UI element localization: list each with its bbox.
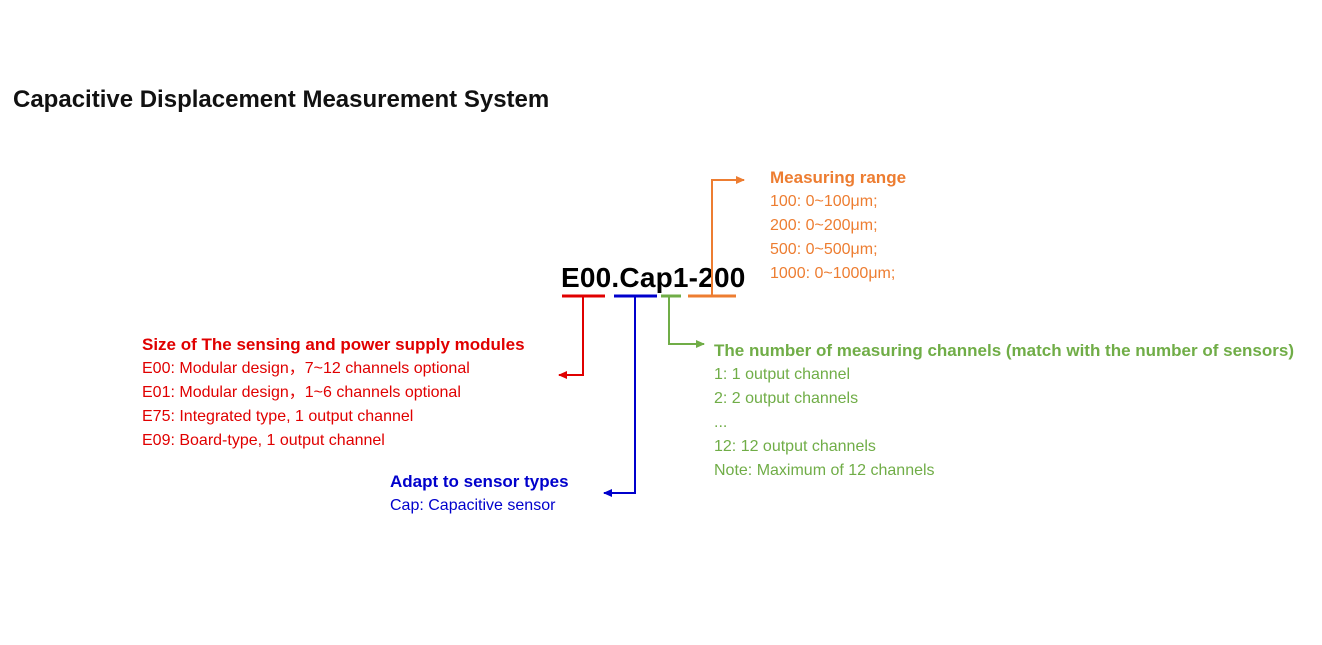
sensor-connector (603, 296, 636, 497)
size-connector (558, 296, 584, 379)
model-code: E00.Cap1-200 (561, 262, 746, 293)
sensor-type-block: Adapt to sensor types Cap: Capacitive se… (390, 470, 569, 518)
module-size-title: Size of The sensing and power supply mod… (142, 335, 525, 354)
measuring-range-item: 100: 0~100μm; (770, 193, 878, 210)
range-connector (711, 176, 745, 296)
module-size-item: E00: Modular design，7~12 channels option… (142, 360, 470, 377)
module-size-block: Size of The sensing and power supply mod… (142, 333, 525, 453)
channels-connector (668, 296, 705, 348)
sensor-type-title: Adapt to sensor types (390, 472, 569, 491)
channels-item: 12: 12 output channels (714, 438, 876, 455)
module-size-item: E09: Board-type, 1 output channel (142, 432, 385, 449)
channels-title: The number of measuring channels (match … (714, 341, 1294, 360)
measuring-range-item: 200: 0~200μm; (770, 217, 878, 234)
measuring-range-block: Measuring range 100: 0~100μm; 200: 0~200… (770, 166, 906, 286)
measuring-range-item: 1000: 0~1000μm; (770, 265, 896, 282)
module-size-item: E75: Integrated type, 1 output channel (142, 408, 414, 425)
channels-item: 2: 2 output channels (714, 390, 859, 407)
module-size-item: E01: Modular design，1~6 channels optiona… (142, 384, 461, 401)
channels-item: 1: 1 output channel (714, 366, 851, 383)
sensor-type-item: Cap: Capacitive sensor (390, 497, 556, 514)
page-title: Capacitive Displacement Measurement Syst… (13, 86, 550, 113)
channels-block: The number of measuring channels (match … (714, 339, 1294, 483)
measuring-range-item: 500: 0~500μm; (770, 241, 878, 258)
channels-item: ... (714, 414, 728, 431)
channels-note: Note: Maximum of 12 channels (714, 462, 935, 479)
measuring-range-title: Measuring range (770, 168, 907, 187)
